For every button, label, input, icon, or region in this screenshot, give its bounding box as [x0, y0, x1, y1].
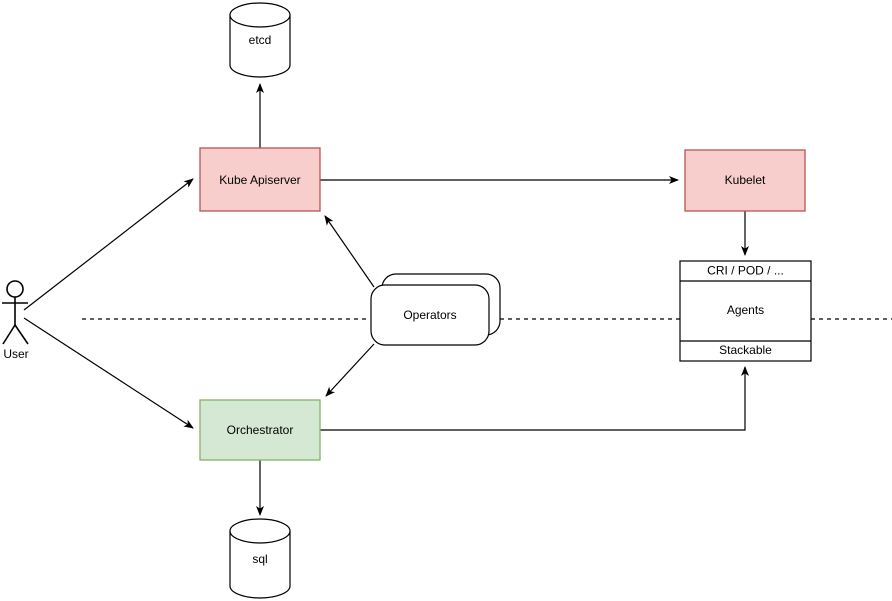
edge-user-to-kube-apiserver — [23, 178, 194, 311]
kubelet-label: Kubelet — [725, 173, 766, 187]
orchestrator-label: Orchestrator — [227, 423, 294, 437]
user-actor: User — [2, 280, 29, 361]
agents-body-label: Agents — [727, 303, 764, 317]
etcd-label: etcd — [249, 33, 272, 47]
sql-cylinder: sql — [229, 518, 291, 599]
operators-label: Operators — [403, 308, 456, 322]
agents-header-label: CRI / POD / ... — [707, 264, 784, 278]
orchestrator-node[interactable]: Orchestrator — [199, 399, 321, 461]
agents-node[interactable]: CRI / POD / ... Agents Stackable — [679, 260, 812, 362]
edge-user-to-orchestrator — [23, 317, 194, 429]
kube-apiserver-node[interactable]: Kube Apiserver — [199, 147, 321, 212]
sql-label: sql — [252, 552, 267, 566]
kubelet-node[interactable]: Kubelet — [684, 149, 806, 212]
operators-node[interactable]: Operators — [370, 273, 501, 346]
edge-operators-to-kube-apiserver — [324, 215, 375, 288]
agents-footer-label: Stackable — [719, 343, 772, 357]
etcd-cylinder: etcd — [229, 2, 291, 78]
kube-apiserver-label: Kube Apiserver — [219, 173, 300, 187]
user-label: User — [3, 347, 28, 361]
edge-operators-to-orchestrator — [325, 343, 375, 397]
edge-orchestrator-to-stackable — [320, 366, 749, 431]
